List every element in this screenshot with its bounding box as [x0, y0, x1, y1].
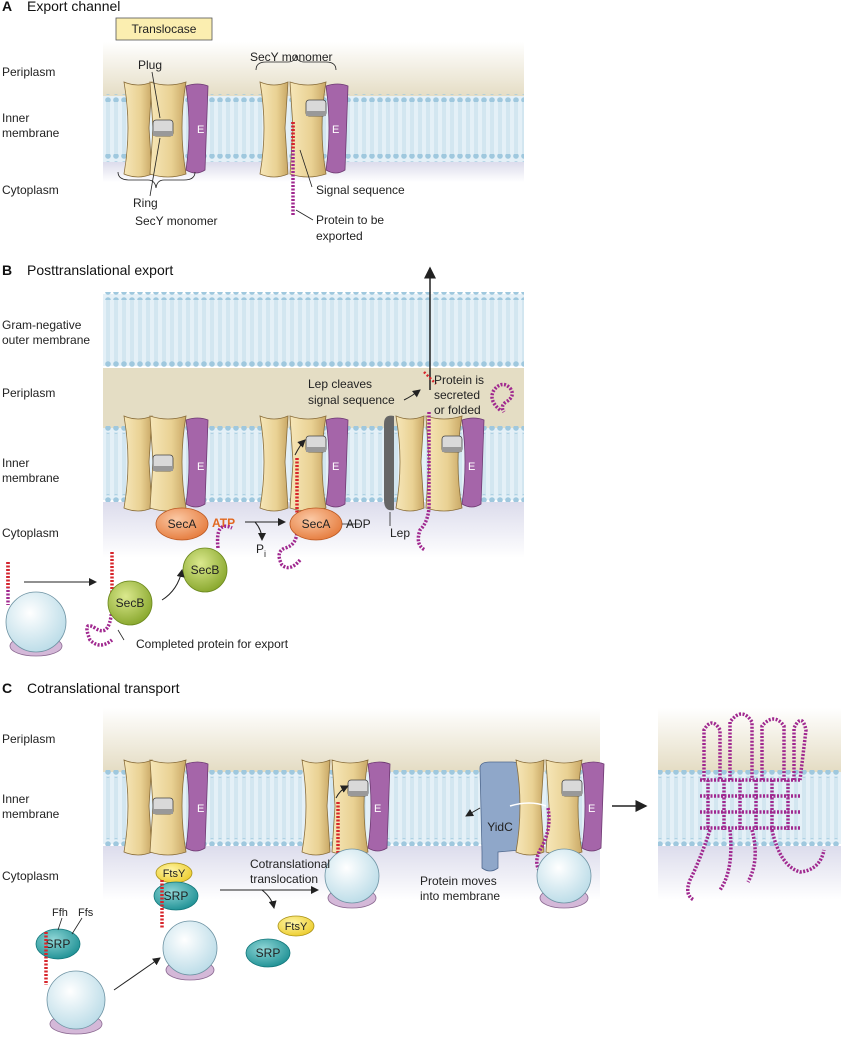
srp-label-2: SRP — [256, 946, 281, 960]
ribosome-b — [5, 591, 67, 653]
ribosome-c3 — [536, 848, 592, 904]
adp-label: ADP — [346, 517, 371, 531]
membrane-protein-product — [686, 712, 826, 902]
periplasm-label-c: Periplasm — [2, 732, 55, 746]
panel-c: C Cotranslational transport Periplasm In… — [2, 680, 841, 1035]
panel-b-title: Posttranslational export — [27, 262, 173, 278]
inner-membrane-label-c-1: Inner — [2, 792, 29, 806]
secreted-label-3: or folded — [434, 403, 481, 417]
e-label-a2: E — [332, 124, 339, 136]
ribosome-c-srp — [162, 920, 218, 976]
panel-a-title: Export channel — [27, 0, 120, 14]
cytoplasm-label-b: Cytoplasm — [2, 526, 59, 540]
pi-label: Pi — [256, 542, 266, 559]
secy-channel-c2: E — [301, 759, 391, 856]
inner-membrane-label-a-1: Inner — [2, 111, 29, 125]
lep-cleaves-label-2: signal sequence — [308, 393, 395, 407]
e-label-a1: E — [197, 124, 204, 136]
e-label-c2: E — [374, 803, 381, 815]
panel-b: B Posttranslational export Gram-negative… — [2, 262, 524, 657]
protein-b3 — [416, 412, 431, 552]
panel-b-letter: B — [2, 262, 12, 278]
subunit-e-a2 — [325, 83, 349, 174]
ribosome-c2 — [324, 848, 380, 904]
moves-label-1: Protein moves — [420, 874, 497, 888]
e-label-c1: E — [197, 803, 204, 815]
cotrans-label-1: Cotranslational — [250, 857, 330, 871]
secy-monomer-bottom-label: SecY monomer — [135, 214, 217, 228]
subunit-e-a1 — [185, 83, 209, 174]
srp-1 — [153, 881, 199, 911]
moves-label-2: into membrane — [420, 889, 500, 903]
ring-label: Ring — [133, 196, 158, 210]
e-label-b2: E — [332, 461, 339, 473]
seca-b1 — [155, 507, 209, 541]
e-label-b3: E — [468, 461, 475, 473]
panel-c-letter: C — [2, 680, 12, 696]
secy-channel-open: E — [259, 81, 349, 178]
ffh-label: Ffh — [52, 907, 68, 919]
secb-1 — [107, 580, 153, 626]
pi-text: P — [256, 542, 264, 556]
inner-membrane-label-b-2: membrane — [2, 471, 60, 485]
secy-brace-top — [255, 54, 337, 71]
outer-label-1: Gram-negative — [2, 318, 82, 332]
translocase-label: Translocase — [132, 22, 197, 36]
secb-label-1: SecB — [116, 596, 145, 610]
ftsy-label-1: FtsY — [163, 868, 186, 880]
srp-label-3: SRP — [46, 937, 71, 951]
srp-label-1: SRP — [164, 889, 189, 903]
panel-a-letter: A — [2, 0, 12, 14]
cytoplasm-label-a: Cytoplasm — [2, 183, 59, 197]
periplasm-label-b: Periplasm — [2, 386, 55, 400]
periplasm-label-a: Periplasm — [2, 65, 55, 79]
secy-channel-c3: E — [515, 759, 605, 856]
inner-membrane-label-a-2: membrane — [2, 126, 60, 140]
signal-sequence-label: Signal sequence — [316, 183, 405, 197]
seca-label-2: SecA — [302, 517, 331, 531]
cytoplasm-label-c: Cytoplasm — [2, 869, 59, 883]
yidc-label: YidC — [487, 820, 513, 834]
protein-b2 — [277, 529, 302, 570]
completed-label: Completed protein for export — [136, 637, 289, 651]
secb-label-2: SecB — [191, 563, 220, 577]
lep-cleaves-label-1: Lep cleaves — [308, 377, 372, 391]
outer-label-2: outer membrane — [2, 333, 90, 347]
ribosome-c-start — [46, 970, 106, 1030]
translocase-box — [115, 17, 213, 41]
lep-protease — [384, 415, 394, 511]
seca-label-1: SecA — [168, 517, 197, 531]
ffs-label: Ffs — [78, 907, 94, 919]
inner-membrane-label-c-2: membrane — [2, 807, 60, 821]
secy-channel-b1: E — [123, 415, 209, 512]
lep-label: Lep — [390, 526, 410, 540]
secy-monomer-top-label: SecY monomer — [250, 50, 332, 64]
pi-sub: i — [264, 549, 266, 559]
plug-label: Plug — [138, 58, 162, 72]
cleaved-signal — [423, 371, 437, 385]
srp-2 — [245, 938, 291, 968]
secreted-label-2: secreted — [434, 388, 480, 402]
e-label-c3: E — [588, 803, 595, 815]
secy-brace-bottom — [117, 171, 196, 189]
protein-exported-label-2: exported — [316, 229, 363, 243]
secy-channel-b2: E — [259, 415, 349, 512]
panel-a: A Export channel Translocase Periplasm I… — [2, 0, 524, 243]
secy-channel-closed: E — [123, 81, 209, 178]
ftsy-2 — [277, 915, 315, 937]
panel-c-title: Cotranslational transport — [27, 680, 180, 696]
secy-channel-c1: E — [123, 759, 209, 856]
secy-channel-b3: E — [395, 415, 485, 512]
e-label-b1: E — [197, 461, 204, 473]
secreted-label-1: Protein is — [434, 373, 484, 387]
protein-exported-label-1: Protein to be — [316, 213, 384, 227]
inner-membrane-label-b-1: Inner — [2, 456, 29, 470]
ftsy-label-2: FtsY — [285, 921, 308, 933]
cotrans-label-2: translocation — [250, 872, 318, 886]
